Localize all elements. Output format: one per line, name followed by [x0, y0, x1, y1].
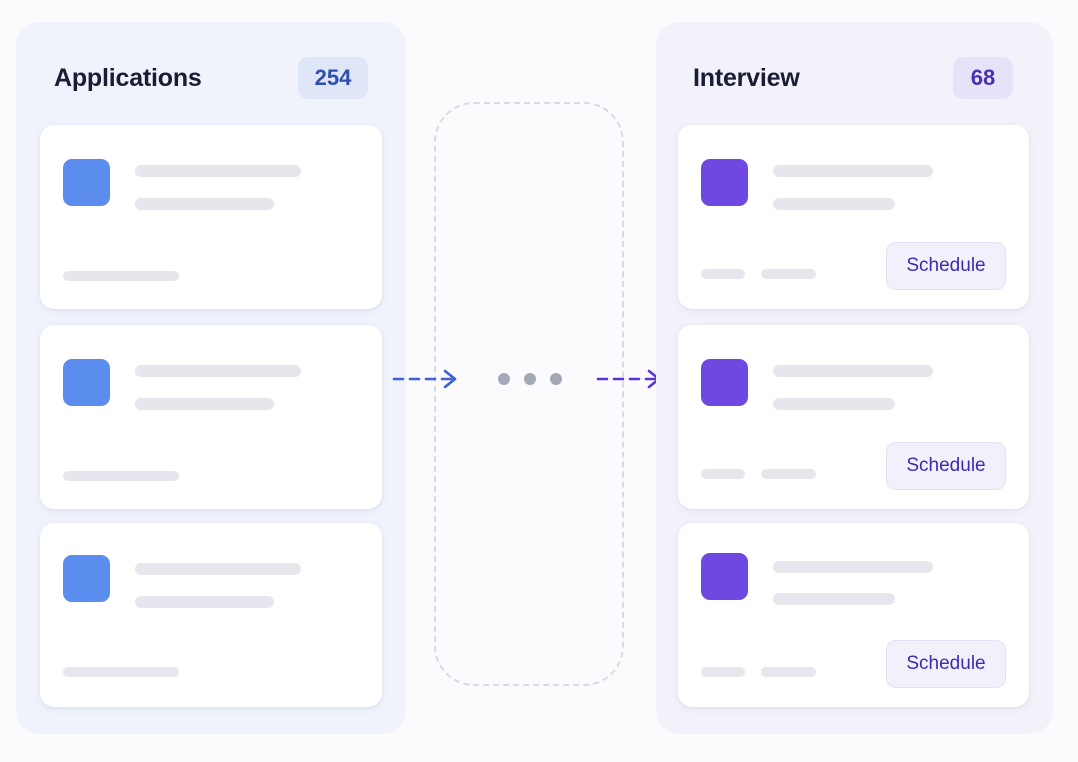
candidate-role-placeholder — [773, 398, 895, 410]
applications-column: Applications 254 — [16, 22, 406, 734]
arrow-right-icon — [392, 369, 457, 389]
interview-card[interactable]: Schedule — [678, 125, 1029, 309]
card-meta-placeholder — [701, 667, 745, 677]
candidate-name-placeholder — [135, 165, 301, 177]
candidate-role-placeholder — [135, 596, 274, 608]
candidate-name-placeholder — [773, 365, 933, 377]
ellipsis-icon — [498, 372, 562, 386]
candidate-avatar — [701, 159, 748, 206]
candidate-name-placeholder — [773, 165, 933, 177]
stage-dropzone-placeholder[interactable] — [434, 102, 624, 686]
applications-count-badge: 254 — [298, 57, 368, 99]
candidate-avatar — [63, 555, 110, 602]
card-footer-placeholder — [63, 471, 179, 481]
candidate-name-placeholder — [135, 563, 301, 575]
card-meta-placeholder — [761, 469, 816, 479]
applications-header: Applications 254 — [54, 56, 368, 100]
card-meta-placeholder — [761, 667, 816, 677]
interview-column: Interview 68 Schedule Schedule Schedule — [656, 22, 1053, 734]
card-meta-placeholder — [761, 269, 816, 279]
card-footer-placeholder — [63, 271, 179, 281]
candidate-role-placeholder — [773, 198, 895, 210]
interview-header: Interview 68 — [693, 56, 1013, 100]
interview-card[interactable]: Schedule — [678, 523, 1029, 707]
interview-card[interactable]: Schedule — [678, 325, 1029, 509]
candidate-avatar — [63, 359, 110, 406]
candidate-avatar — [701, 553, 748, 600]
schedule-button[interactable]: Schedule — [886, 442, 1006, 490]
candidate-role-placeholder — [135, 198, 274, 210]
candidate-role-placeholder — [773, 593, 895, 605]
candidate-role-placeholder — [135, 398, 274, 410]
candidate-name-placeholder — [773, 561, 933, 573]
application-card[interactable] — [40, 523, 382, 707]
application-card[interactable] — [40, 125, 382, 309]
schedule-button[interactable]: Schedule — [886, 242, 1006, 290]
arrow-right-icon — [596, 369, 661, 389]
card-meta-placeholder — [701, 469, 745, 479]
applications-title: Applications — [54, 63, 202, 92]
candidate-name-placeholder — [135, 365, 301, 377]
card-meta-placeholder — [701, 269, 745, 279]
schedule-button[interactable]: Schedule — [886, 640, 1006, 688]
ellipsis-dot — [550, 373, 562, 385]
application-card[interactable] — [40, 325, 382, 509]
interview-title: Interview — [693, 63, 800, 92]
interview-count-badge: 68 — [953, 57, 1013, 99]
ellipsis-dot — [498, 373, 510, 385]
candidate-avatar — [63, 159, 110, 206]
ellipsis-dot — [524, 373, 536, 385]
card-footer-placeholder — [63, 667, 179, 677]
candidate-avatar — [701, 359, 748, 406]
